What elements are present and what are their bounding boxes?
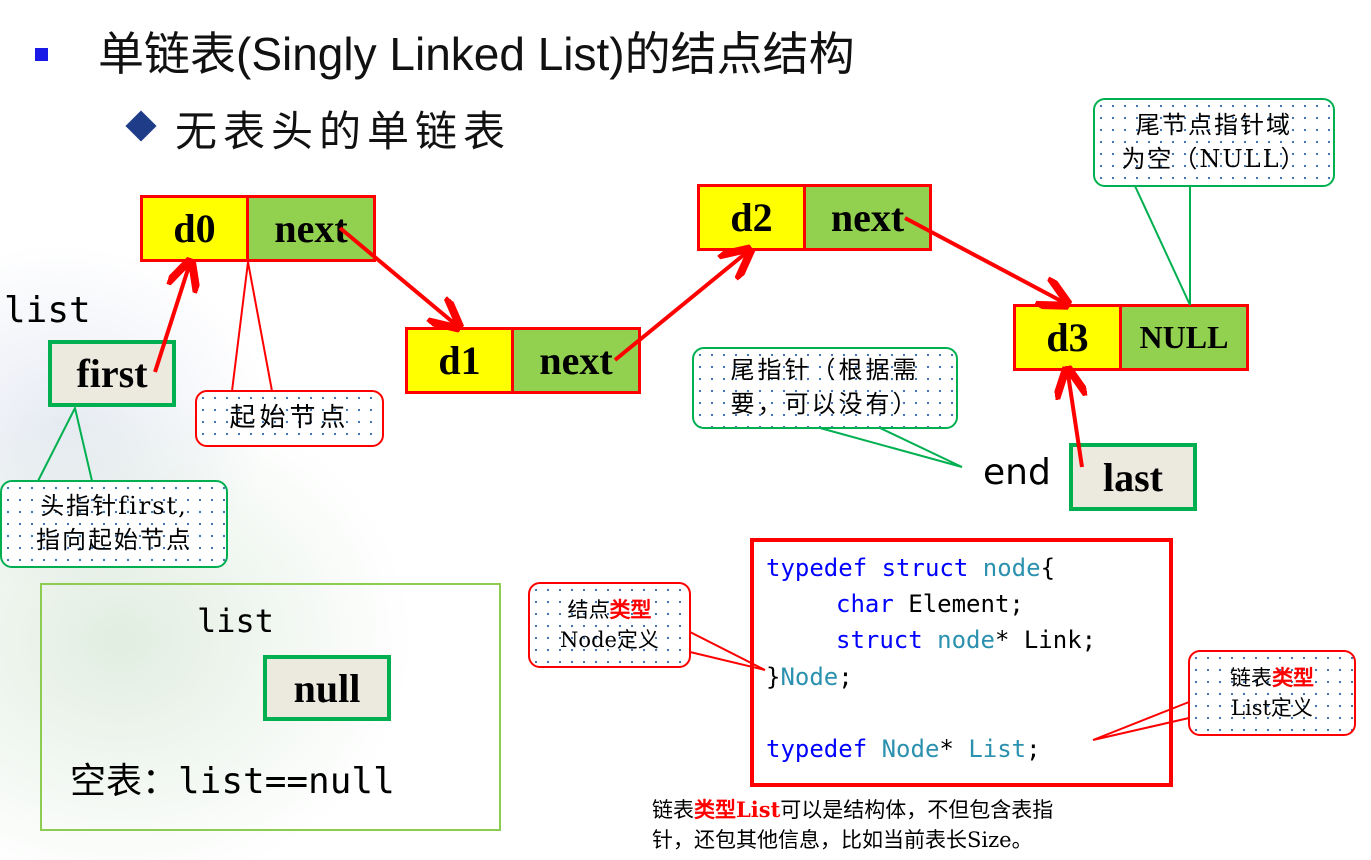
node-data: d1: [408, 330, 514, 391]
arrow-d2-to-d3: [904, 216, 1063, 302]
callout-text: 为空（NULL）: [1121, 144, 1307, 173]
code-block: typedef struct node{ char Element; struc…: [750, 538, 1173, 787]
code-line: char Element;: [836, 590, 1024, 618]
node-link: next: [806, 187, 929, 248]
callout-tail-nodetype: [689, 631, 766, 671]
bullet-square-icon: [35, 48, 48, 61]
callout-head-pointer: 头指针first, 指向起始节点: [0, 480, 228, 568]
first-pointer: first: [48, 340, 176, 407]
callout-text: Node定义: [560, 627, 659, 652]
callout-tail-listtype: [1092, 701, 1190, 741]
node-data: d3: [1016, 307, 1122, 368]
callout-tail-null: 尾节点指针域为空（NULL）: [1093, 98, 1335, 187]
list-type-note: 链表类型List可以是结构体，不但包含表指针，还包其他信息，比如当前表长Size…: [652, 797, 1054, 852]
slide-title: 单链表(Singly Linked List)的结点结构: [98, 28, 855, 80]
callout-tail-tailnull: [1134, 185, 1191, 306]
arrow-d1-to-d2: [613, 253, 746, 362]
null-pointer: null: [263, 655, 391, 721]
empty-list-box: [40, 583, 501, 831]
callout-text: 结点类型: [567, 597, 652, 623]
callout-tail-start: [231, 261, 273, 392]
callout-text: 要，可以没有）: [730, 390, 920, 418]
callout-text: 链表类型: [1230, 665, 1314, 691]
list-label: list: [4, 290, 91, 331]
callout-node-type: 结点类型 Node定义: [528, 582, 691, 668]
node-link: next: [249, 198, 373, 259]
code-line: typedef struct node{: [766, 554, 1056, 582]
callout-tail-head: [37, 405, 93, 482]
empty-list-caption: 空表：list==null: [70, 761, 395, 802]
callout-text: 指向起始节点: [36, 526, 192, 554]
arrow-last-to-d3: [1068, 374, 1082, 468]
callout-text: List定义: [1231, 695, 1313, 720]
code-line: typedef Node* List;: [766, 735, 1041, 763]
callout-tail-pointer: 尾指针（根据需要，可以没有）: [692, 347, 958, 429]
callout-tail-tailptr: [819, 427, 963, 468]
end-label: end: [983, 452, 1051, 493]
node-data: d0: [143, 198, 249, 259]
arrow-first-to-d0: [153, 266, 189, 373]
node-link-null: NULL: [1122, 307, 1246, 368]
node-data: d2: [700, 187, 806, 248]
callout-text: 尾节点指针域: [1136, 110, 1292, 139]
callout-text: 头指针first,: [40, 492, 188, 521]
arrow-d0-to-d1: [338, 226, 455, 324]
slide-subtitle: 无表头的单链表: [175, 107, 512, 156]
last-pointer: last: [1069, 443, 1197, 511]
callout-list-type: 链表类型 List定义: [1188, 650, 1356, 736]
code-line: struct node* Link;: [836, 626, 1097, 654]
callout-text: 尾指针（根据需: [730, 356, 920, 385]
callout-text: 起始节点: [229, 403, 350, 434]
callout-start-node: 起始节点: [195, 390, 384, 447]
code-line: }Node;: [766, 663, 853, 691]
empty-list-label: list: [197, 602, 275, 640]
